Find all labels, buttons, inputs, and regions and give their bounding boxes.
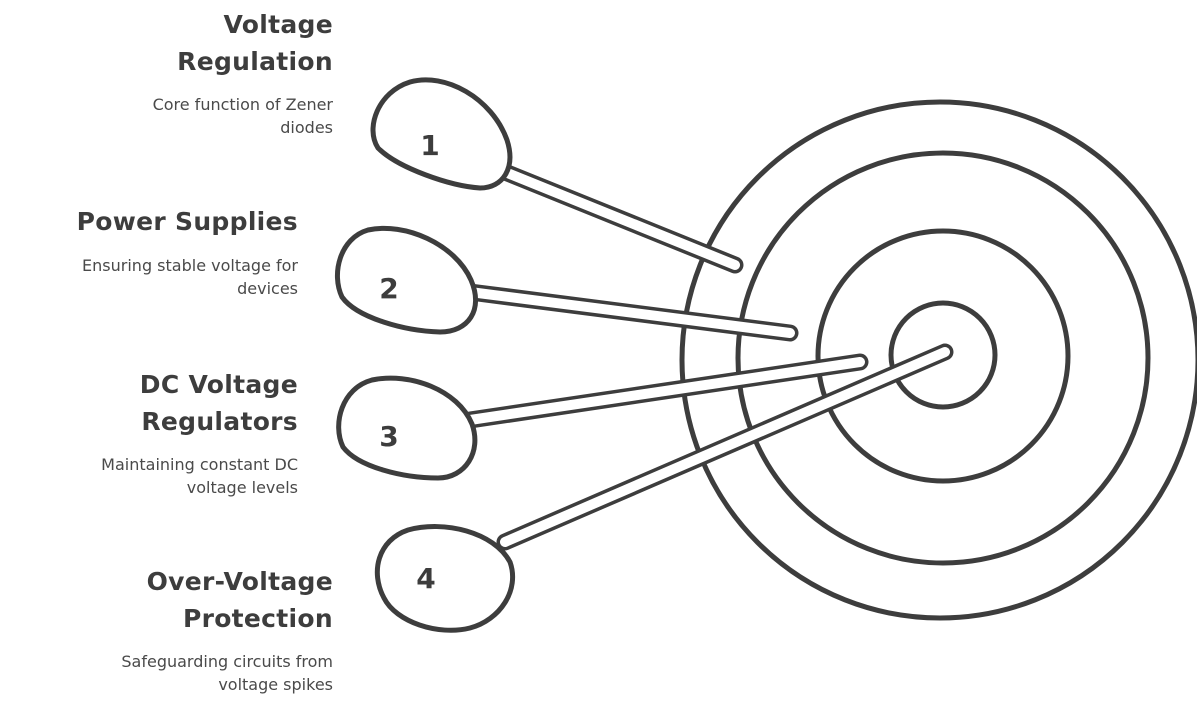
item-3-description: Maintaining constant DC voltage levels <box>101 453 298 499</box>
item-4-title-line-1: Over-Voltage <box>121 563 333 600</box>
item-1-title-line-2: Regulation <box>153 43 333 80</box>
item-4-desc-line-2: voltage spikes <box>121 673 333 696</box>
marker-number-1: 1 <box>420 129 439 162</box>
item-3-title: DC Voltage Regulators <box>101 366 298 440</box>
item-1-title-line-1: Voltage <box>153 6 333 43</box>
item-2-title-line-1: Power Supplies <box>77 203 298 240</box>
item-2-title: Power Supplies <box>77 203 298 240</box>
item-2-description: Ensuring stable voltage for devices <box>77 254 298 300</box>
dart-4-head <box>377 527 512 631</box>
item-1-description: Core function of Zener diodes <box>153 93 333 139</box>
item-3-desc-line-1: Maintaining constant DC <box>101 453 298 476</box>
item-4-title: Over-Voltage Protection <box>121 563 333 637</box>
item-3-label: DC Voltage Regulators Maintaining consta… <box>101 366 298 499</box>
item-3-title-line-1: DC Voltage <box>101 366 298 403</box>
marker-number-2: 2 <box>379 272 398 305</box>
item-1-desc-line-2: diodes <box>153 116 333 139</box>
item-1-desc-line-1: Core function of Zener <box>153 93 333 116</box>
marker-number-3: 3 <box>379 420 398 453</box>
dart-3-head <box>339 378 475 478</box>
item-2-desc-line-2: devices <box>77 277 298 300</box>
item-1-label: Voltage Regulation Core function of Zene… <box>153 6 333 139</box>
marker-number-4: 4 <box>416 562 435 595</box>
dart-2: 2 <box>337 228 790 333</box>
item-4-description: Safeguarding circuits from voltage spike… <box>121 650 333 696</box>
item-4-desc-line-1: Safeguarding circuits from <box>121 650 333 673</box>
dart-2-head <box>337 228 475 332</box>
item-4-label: Over-Voltage Protection Safeguarding cir… <box>121 563 333 696</box>
item-1-title: Voltage Regulation <box>153 6 333 80</box>
item-4-title-line-2: Protection <box>121 600 333 637</box>
item-3-desc-line-2: voltage levels <box>101 476 298 499</box>
item-2-label: Power Supplies Ensuring stable voltage f… <box>77 203 298 300</box>
item-2-desc-line-1: Ensuring stable voltage for <box>77 254 298 277</box>
item-3-title-line-2: Regulators <box>101 403 298 440</box>
dart-1-head <box>373 80 510 188</box>
